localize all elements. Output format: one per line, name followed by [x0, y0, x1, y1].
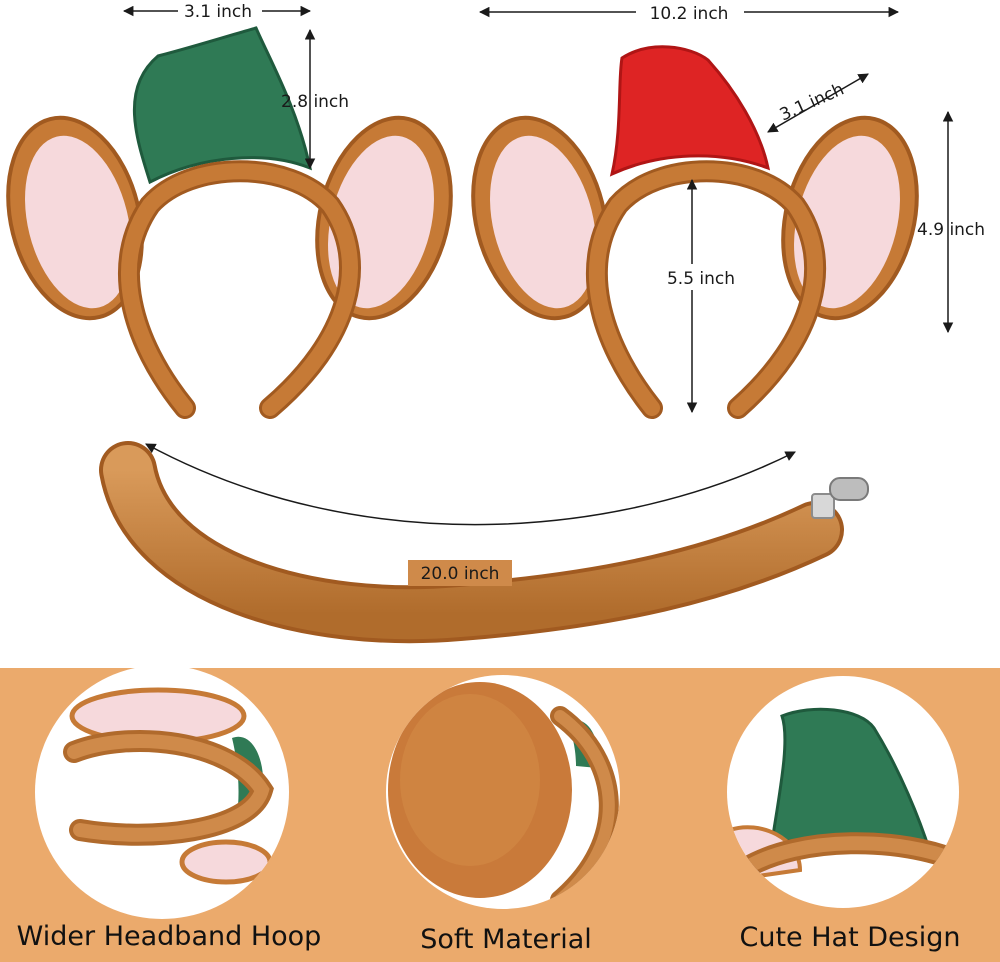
- dimension-tail-length: 20.0 inch: [421, 564, 500, 584]
- dimension-arrows: [122, 5, 954, 526]
- feature-wider-hoop: [35, 665, 289, 919]
- dimension-red-hat: 3.1 inch: [777, 79, 847, 125]
- feature-label-cute-hat: Cute Hat Design: [740, 922, 961, 953]
- dimension-headband-height: 5.5 inch: [667, 269, 735, 289]
- feature-label-soft-material: Soft Material: [420, 924, 592, 955]
- feature-cute-hat: [727, 676, 959, 908]
- dimension-hat-height: 2.8 inch: [281, 92, 349, 112]
- headband-right: [471, 45, 919, 419]
- green-hat: [132, 26, 313, 185]
- tail: [99, 441, 869, 644]
- dimension-total-width: 10.2 inch: [650, 4, 729, 24]
- feature-soft-material: [386, 675, 620, 909]
- dimension-ear-height: 4.9 inch: [917, 220, 985, 240]
- clip-icon: [811, 477, 869, 519]
- feature-label-wider-hoop: Wider Headband Hoop: [17, 921, 322, 952]
- red-hat: [609, 45, 771, 177]
- dimension-hat-width: 3.1 inch: [184, 2, 252, 22]
- headband-left: [6, 26, 453, 419]
